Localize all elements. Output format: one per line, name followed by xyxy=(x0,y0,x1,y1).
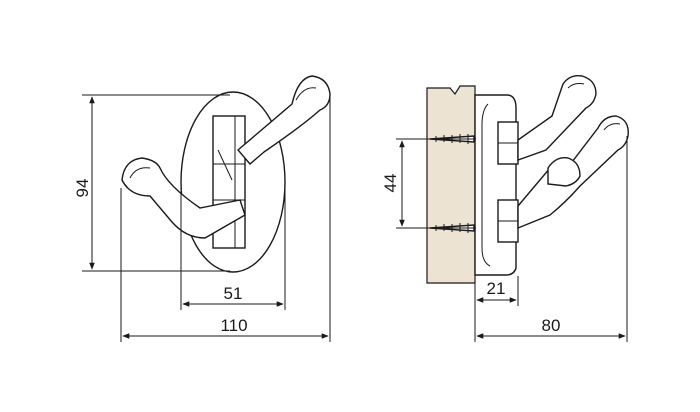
dim-base-depth: 21 xyxy=(487,279,506,298)
front-dimensions: 94 51 110 xyxy=(73,94,331,342)
dim-overall-depth: 80 xyxy=(542,316,561,335)
wood-wall xyxy=(426,85,476,284)
side-upper-hook xyxy=(517,74,597,161)
side-view xyxy=(426,74,629,284)
dim-base-width: 51 xyxy=(224,284,243,303)
dim-overall-width: 110 xyxy=(220,316,247,335)
upper-hook-arm xyxy=(237,75,331,165)
side-dimensions: 44 21 80 xyxy=(381,136,628,342)
front-view xyxy=(121,75,331,273)
dim-screw-spacing: 44 xyxy=(381,174,400,193)
lower-hook-arm xyxy=(121,157,246,239)
dim-height: 94 xyxy=(73,179,92,198)
